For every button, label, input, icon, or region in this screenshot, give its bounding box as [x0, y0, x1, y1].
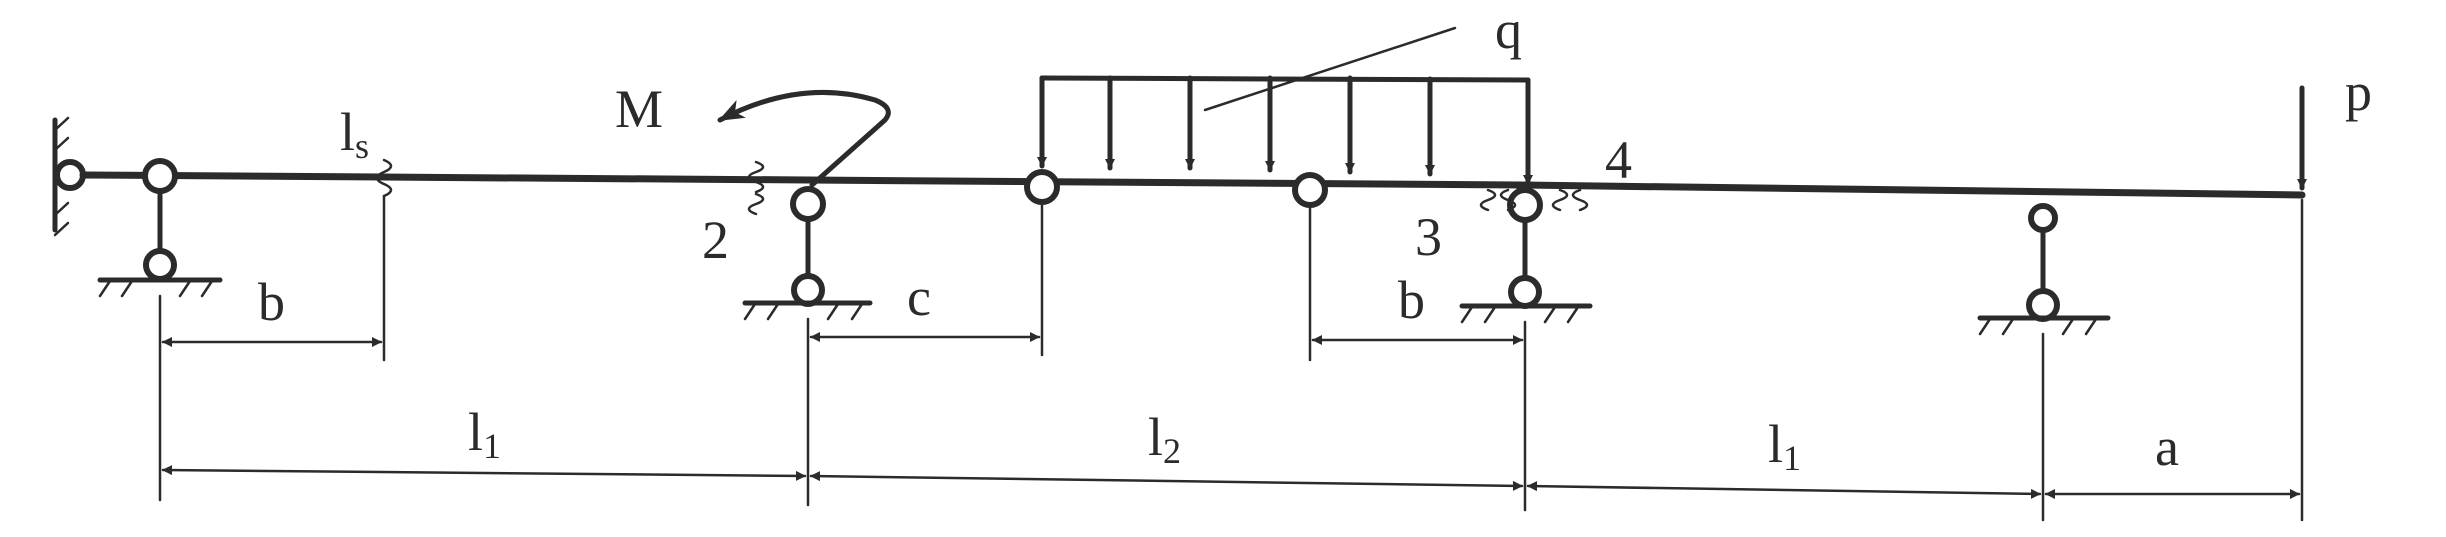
dimension-lines	[161, 332, 2301, 499]
hinge-q-mid	[1292, 172, 1328, 208]
label-node3: 3	[1415, 207, 1442, 267]
label-l: ls	[340, 102, 369, 166]
dim-l1-left	[161, 465, 807, 481]
hinge-left	[142, 158, 178, 194]
support-node3	[1459, 217, 1593, 324]
label-q: q	[1495, 0, 1522, 60]
hinge-q-start	[1024, 169, 1060, 205]
support-right	[1977, 203, 2111, 336]
extension-lines	[158, 194, 2304, 522]
distributed-load-q	[1037, 26, 1533, 187]
label-b-right: b	[1398, 270, 1425, 330]
label-b-left: b	[258, 272, 285, 332]
dim-l1-right	[1526, 481, 2042, 499]
moment-M	[717, 90, 891, 188]
label-l1-right: l1	[1768, 414, 1801, 478]
section-marks	[375, 158, 1589, 216]
support-node2	[742, 216, 873, 321]
label-p: p	[2345, 62, 2372, 122]
left-wall-support	[52, 116, 86, 237]
label-node2: 2	[702, 210, 729, 270]
label-M: M	[615, 79, 663, 139]
beam-hinges	[142, 158, 1543, 223]
dim-l2	[809, 471, 1524, 491]
label-l2: l2	[1148, 407, 1181, 471]
hinge-node2	[790, 186, 826, 222]
label-c: c	[907, 267, 931, 327]
label-node4: 4	[1605, 130, 1632, 190]
main-beam	[79, 171, 2306, 209]
label-a: a	[2155, 417, 2179, 477]
label-l1-left: l1	[468, 402, 501, 466]
support-left	[97, 188, 223, 298]
